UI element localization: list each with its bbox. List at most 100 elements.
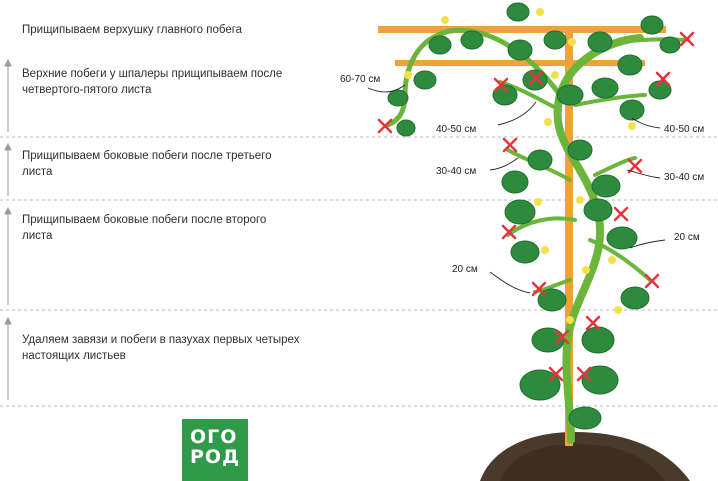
leaf bbox=[620, 286, 650, 310]
leaf bbox=[460, 30, 484, 50]
flower bbox=[568, 38, 576, 46]
arrow-head-2 bbox=[4, 142, 12, 151]
cross-icon bbox=[613, 206, 629, 222]
distance-label-40-50-left: 40-50 см bbox=[436, 124, 476, 135]
side-stem-5 bbox=[498, 80, 562, 112]
flower bbox=[551, 71, 559, 79]
leaf bbox=[501, 170, 529, 194]
trellis-second-bar bbox=[395, 60, 645, 66]
logo-line-1: ОГО bbox=[190, 426, 238, 448]
callout-arrows bbox=[367, 84, 666, 294]
flower bbox=[404, 71, 412, 79]
leaf bbox=[567, 139, 593, 161]
logo-line-2: РОД bbox=[190, 446, 240, 468]
leaf bbox=[606, 226, 638, 250]
side-stem-4 bbox=[593, 156, 637, 177]
ogorod-logo: ОГО РОД bbox=[182, 419, 248, 481]
trellis-top-bar bbox=[378, 26, 666, 33]
arrow-head-1 bbox=[4, 58, 12, 67]
leaf bbox=[617, 54, 643, 76]
leaf bbox=[428, 35, 452, 55]
step-label-top-pinch: Прищипываем верхушку главного побега bbox=[22, 24, 243, 36]
leaf bbox=[640, 15, 664, 35]
leaf bbox=[659, 36, 681, 54]
step-label-third-leaf: Прищипываем боковые побеги после третьег… bbox=[22, 150, 272, 178]
cross-icon bbox=[627, 158, 643, 174]
cross-icon bbox=[655, 71, 671, 87]
callout-arrow bbox=[631, 117, 661, 129]
cross-icon bbox=[502, 137, 518, 153]
leaf bbox=[587, 31, 613, 53]
flower bbox=[582, 266, 590, 274]
cross-icon bbox=[528, 70, 544, 86]
callout-arrow bbox=[489, 271, 531, 294]
cross-icon bbox=[501, 224, 517, 240]
leaf bbox=[556, 84, 584, 106]
leaf bbox=[583, 198, 613, 222]
flower bbox=[608, 256, 616, 264]
flower bbox=[536, 8, 544, 16]
step-label-upper-shoots: Верхние побеги у шпалеры прищипываем пос… bbox=[22, 68, 283, 96]
leaf bbox=[492, 84, 518, 106]
side-stem-2 bbox=[588, 238, 652, 282]
leaf bbox=[506, 2, 530, 22]
side-stem-1 bbox=[506, 216, 577, 237]
callout-arrow bbox=[489, 157, 519, 171]
trellis-post bbox=[565, 26, 573, 446]
flower bbox=[544, 118, 552, 126]
trellis bbox=[378, 26, 666, 446]
distance-label-40-50-right: 40-50 см bbox=[664, 124, 704, 135]
cross-icon bbox=[548, 366, 564, 382]
arrow-head-4 bbox=[4, 316, 12, 325]
flower bbox=[628, 122, 636, 130]
cross-icon bbox=[493, 77, 509, 93]
distance-label-60-70: 60-70 см bbox=[340, 74, 380, 85]
left-arrows bbox=[4, 58, 12, 400]
cross-icon bbox=[377, 118, 393, 134]
callout-arrow bbox=[629, 239, 666, 249]
flower bbox=[534, 198, 542, 206]
leaf bbox=[527, 149, 553, 171]
flower bbox=[441, 16, 449, 24]
leaf bbox=[581, 365, 619, 395]
step-label-remove-ovaries: Удаляем завязи и побеги в пазухах первых… bbox=[22, 334, 300, 362]
leaf bbox=[568, 406, 602, 430]
cross-icon bbox=[531, 281, 547, 297]
leaf bbox=[619, 99, 645, 121]
cross-icon bbox=[585, 315, 601, 331]
leaf bbox=[591, 174, 621, 198]
distance-labels: 60-70 см 40-50 см 40-50 см 30-40 см 30-4… bbox=[340, 74, 704, 275]
arrow-head-3 bbox=[4, 206, 12, 215]
leaf bbox=[504, 199, 536, 225]
distance-label-30-40-right: 30-40 см bbox=[664, 172, 704, 183]
leaf bbox=[510, 240, 540, 264]
flower bbox=[614, 306, 622, 314]
leaf bbox=[519, 369, 561, 401]
cross-icon bbox=[554, 329, 570, 345]
distance-label-20-left: 20 см bbox=[452, 264, 478, 275]
leaf bbox=[396, 119, 416, 137]
distance-label-20-right: 20 см bbox=[674, 232, 700, 243]
flower bbox=[566, 316, 574, 324]
flower bbox=[541, 246, 549, 254]
cross-icon bbox=[576, 366, 592, 382]
callout-arrow bbox=[367, 84, 406, 93]
leaf bbox=[581, 326, 615, 354]
leaf bbox=[387, 89, 409, 107]
distance-label-30-40-left: 30-40 см bbox=[436, 166, 476, 177]
leaf bbox=[413, 70, 437, 90]
soil-mound-shade bbox=[500, 444, 665, 481]
callout-arrow bbox=[497, 101, 537, 126]
flower bbox=[576, 196, 584, 204]
cross-icon bbox=[644, 273, 660, 289]
leaf bbox=[543, 30, 567, 50]
pinch-marks bbox=[377, 31, 695, 382]
step-label-second-leaf: Прищипываем боковые побеги после второго… bbox=[22, 214, 267, 242]
leaf bbox=[507, 39, 533, 61]
flowers bbox=[404, 8, 636, 324]
side-stem-6 bbox=[573, 93, 647, 107]
callout-arrow bbox=[626, 169, 661, 179]
leaf bbox=[591, 77, 619, 99]
cross-icon bbox=[679, 31, 695, 47]
